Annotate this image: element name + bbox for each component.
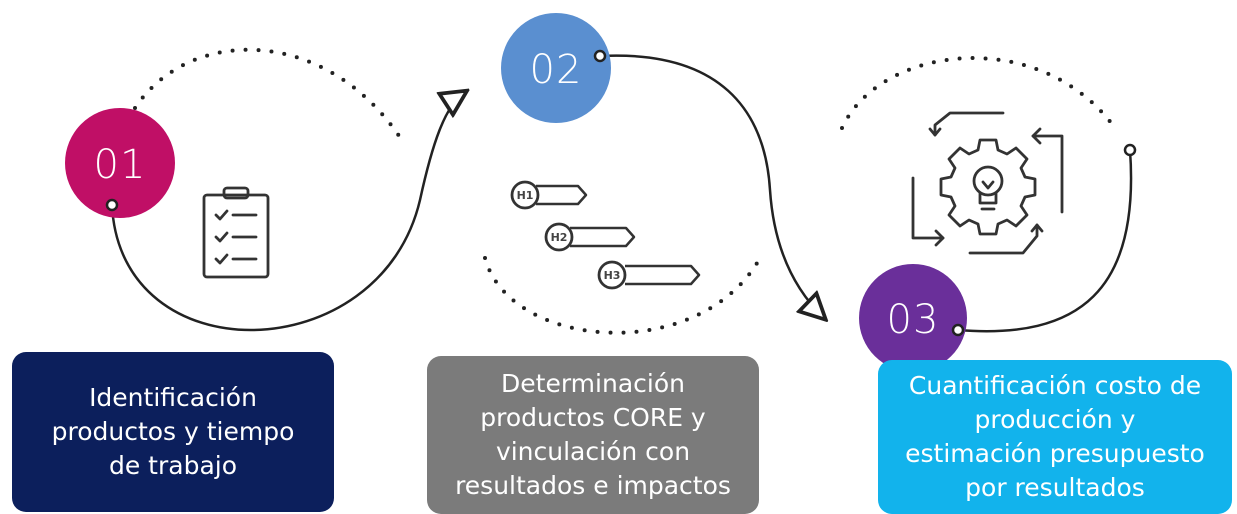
step-3-description-box: Cuantificación costo de producción y est… [878,360,1232,514]
milestones-h1-h2-h3-icon: H1 H2 H3 [510,180,701,290]
step-2-number: 02 [530,47,583,93]
node-end [1123,143,1137,157]
step-2-line-2: productos CORE y [480,403,706,432]
node-step-1 [105,198,119,212]
step-3-number: 03 [887,297,940,343]
dotted-arc-3 [840,56,1117,130]
node-step-2 [593,49,607,63]
milestone-h2-label: H2 [551,231,568,244]
connector-curve-2 [599,54,824,318]
step-2-line-1: Determinación [501,369,685,398]
dotted-arc-2 [483,256,762,335]
step-3-line-2: producción y [974,405,1136,434]
clipboard-checklist-icon [202,186,270,279]
milestone-h3-badge [597,260,627,290]
milestone-h3-label: H3 [604,269,621,282]
step-2-circle [501,13,611,123]
step-1-line-2: productos y tiempo [51,417,295,446]
connector-curve-1 [110,92,465,332]
step-1-line-1: Identificación [89,383,257,412]
step-3-circle [859,264,967,372]
step-3-line-1: Cuantificación costo de [908,371,1202,400]
step-2-description-box: Determinación productos CORE y vinculaci… [427,356,759,514]
gear-lightbulb-cycle-icon [911,111,1064,255]
milestone-h2-badge [544,222,574,252]
milestone-h1-badge [510,180,540,210]
step-1-circle [65,108,175,218]
step-2-line-4: resultados e impactos [455,471,731,500]
connector-curve-3 [957,149,1133,333]
step-3-line-3: estimación presupuesto [905,439,1205,468]
milestone-h1-label: H1 [517,189,534,202]
step-1-number: 01 [94,142,147,188]
node-step-3 [951,323,965,337]
dotted-arc-1 [133,47,407,147]
step-2-line-3: vinculación con [495,437,691,466]
milestone-h3-bar [625,264,701,286]
step-3-line-4: por resultados [965,473,1145,502]
milestone-h2-bar [570,226,636,248]
step-1-description-box: Identificación productos y tiempo de tra… [12,352,334,512]
milestone-h1-bar [536,184,588,206]
step-1-line-3: de trabajo [108,451,238,480]
